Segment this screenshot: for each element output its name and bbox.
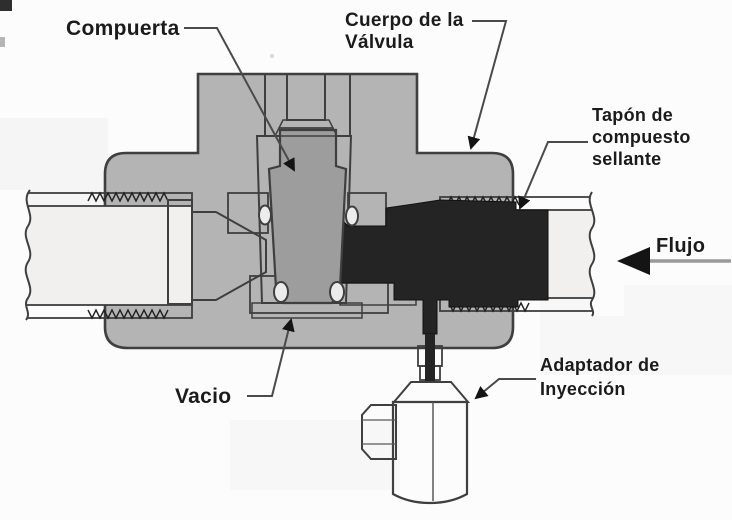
- scan-artifacts: [0, 0, 274, 58]
- left-pipe-break-mask: [0, 190, 31, 320]
- seal-ring-bottom-right: [329, 281, 345, 303]
- injection-bore: [425, 334, 435, 382]
- sealant-label-line2: compuesto: [592, 127, 691, 147]
- gate-leader-arrow-icon: [184, 27, 295, 172]
- valve-stem: [273, 73, 339, 137]
- void-label: Vacio: [175, 385, 231, 408]
- left-pipe-threads-bottom: [87, 308, 169, 320]
- labels: Compuerta Cuerpo de la Válvula Tapón de …: [66, 10, 705, 408]
- adapter-label-line2: Inyección: [540, 379, 626, 399]
- right-pipe-break-mask: [589, 192, 624, 316]
- flow-arrowhead-icon: [617, 247, 650, 275]
- valve-body-label-line1: Cuerpo de la: [345, 10, 464, 31]
- seal-ring-top-right: [345, 205, 359, 227]
- left-pipe-interior: [20, 206, 192, 305]
- leader-lines: [184, 20, 588, 400]
- sealant-label-line1: Tapón de: [592, 105, 673, 125]
- corner-mark: [0, 0, 12, 11]
- adapter-hex-body: [391, 400, 469, 505]
- sealant-compound: [334, 199, 549, 335]
- left-pipe: [0, 189, 267, 321]
- injection-adapter: [361, 334, 471, 505]
- adapter-shoulder: [391, 381, 471, 403]
- valve-body-label-line2: Válvula: [345, 32, 414, 53]
- seal-ring-top-left: [258, 204, 272, 226]
- sealant-label-line3: sellante: [592, 149, 661, 169]
- gate-wedge: [267, 128, 348, 305]
- side-nut-facets: [362, 419, 396, 445]
- reducer-channel: [191, 211, 267, 301]
- stem-flare-2: [273, 127, 339, 137]
- seal-ring-bottom-left: [273, 281, 289, 303]
- gate-label: Compuerta: [66, 17, 180, 40]
- left-pipe-break-line: [24, 189, 32, 321]
- adapter-side-nut: [361, 404, 397, 460]
- body-leader-arrow-icon: [467, 20, 508, 150]
- seat-rings: [258, 204, 359, 303]
- adapter-label-line1: Adaptador de: [540, 355, 660, 375]
- right-pipe-break-line: [588, 191, 596, 317]
- void-leader-arrow-icon: [247, 318, 295, 397]
- right-pipe-threads-top: [446, 195, 520, 207]
- flow-arrow: [617, 247, 731, 275]
- left-pipe-threads-top: [87, 191, 169, 203]
- flow-label: Flujo: [656, 235, 705, 257]
- sealant-leader-arrow-icon: [518, 141, 588, 210]
- adapter-leader-arrow-icon: [474, 378, 536, 400]
